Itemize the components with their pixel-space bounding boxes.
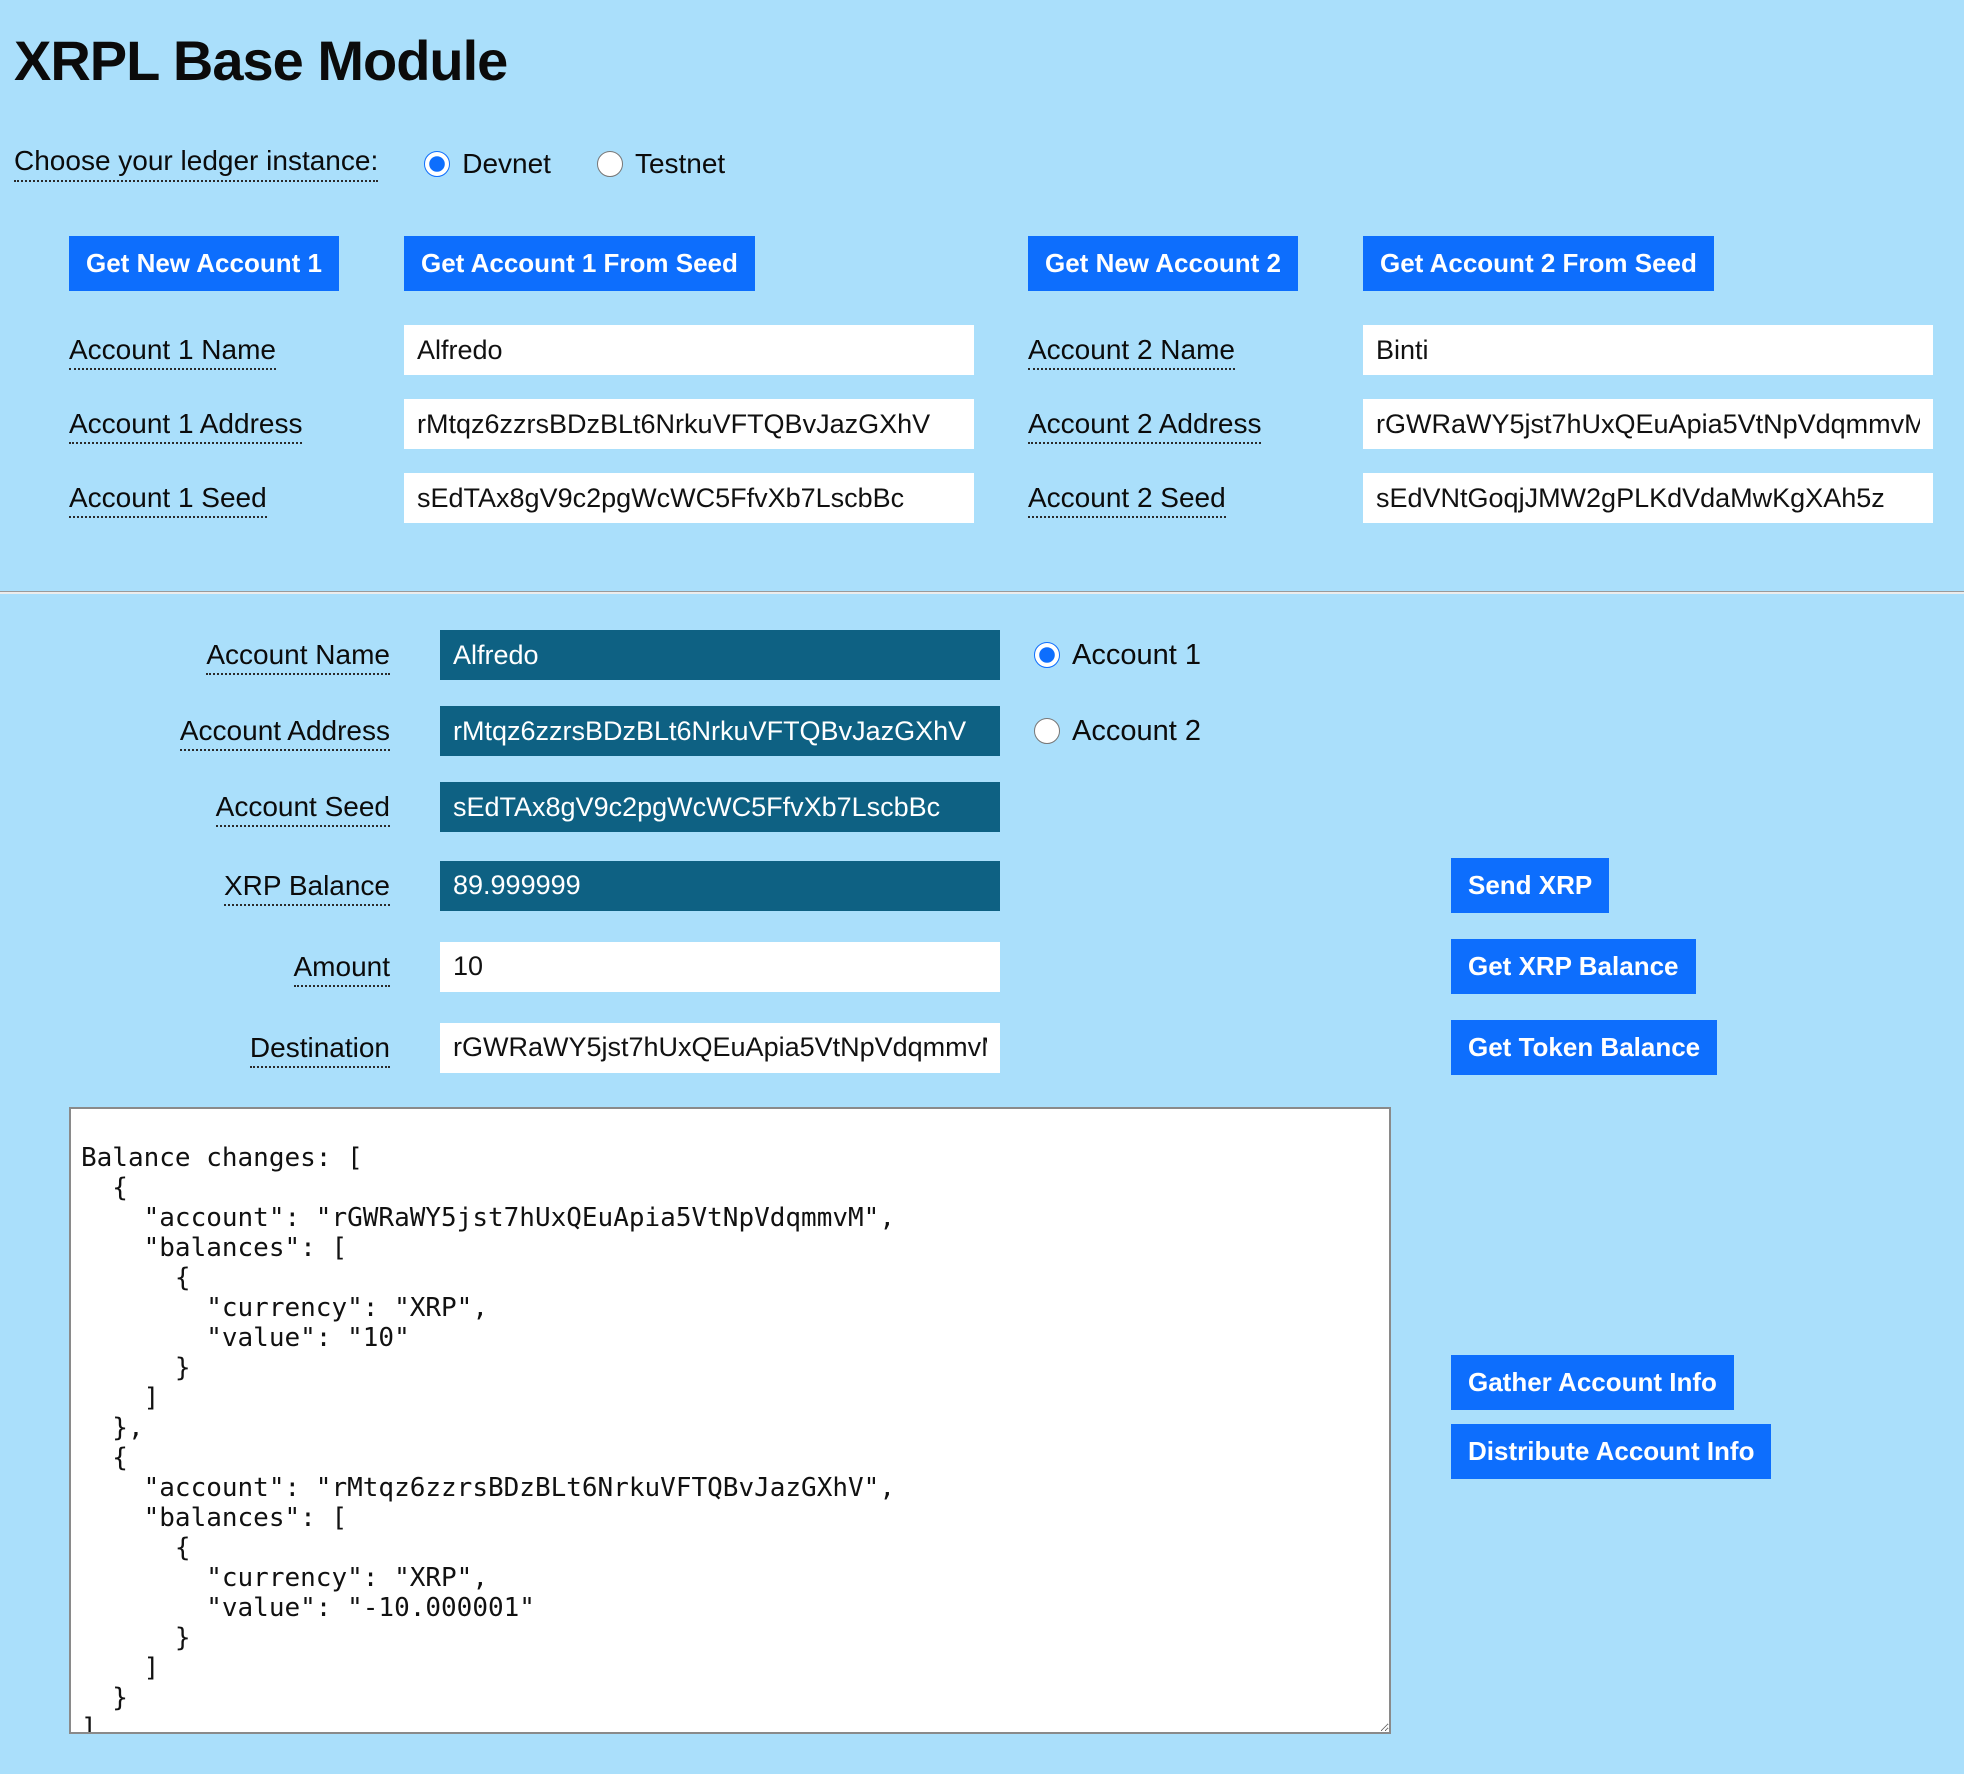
account2-radio-label: Account 2 xyxy=(1072,714,1201,747)
account-name-field[interactable] xyxy=(440,630,1000,680)
destination-label-cell: Destination xyxy=(100,1031,390,1068)
testnet-radio-label: Testnet xyxy=(634,147,726,179)
get-account2-from-seed-button[interactable]: Get Account 2 From Seed xyxy=(1363,236,1714,291)
page: XRPL Base Module Choose your ledger inst… xyxy=(0,29,1964,1734)
selected-account-section: Account Name Account 1 Account Address A… xyxy=(100,630,1964,1075)
info-actions: Gather Account Info Distribute Account I… xyxy=(1451,1107,1772,1734)
send-xrp-button[interactable]: Send XRP xyxy=(1451,858,1610,913)
get-account1-from-seed-button[interactable]: Get Account 1 From Seed xyxy=(404,236,755,291)
get-token-balance-button[interactable]: Get Token Balance xyxy=(1451,1020,1718,1075)
account2-name-label: Account 2 Name xyxy=(1028,334,1235,370)
account1-address-label: Account 1 Address xyxy=(69,408,303,444)
devnet-radio-label: Devnet xyxy=(462,147,551,179)
account2-seed-row: Account 2 Seed xyxy=(1028,473,1933,523)
testnet-radio-group: Testnet xyxy=(596,147,726,180)
xrp-balance-label: XRP Balance xyxy=(223,869,390,906)
ledger-instance-label: Choose your ledger instance: xyxy=(14,145,379,182)
account2-name-input[interactable] xyxy=(1363,325,1933,375)
account1-name-row: Account 1 Name xyxy=(69,325,974,375)
account2-button-cell: Get New Account 2 xyxy=(1028,236,1363,291)
get-new-account1-button[interactable]: Get New Account 1 xyxy=(69,236,339,291)
account2-seed-input[interactable] xyxy=(1363,473,1933,523)
account1-seed-input[interactable] xyxy=(404,473,974,523)
account1-seed-label: Account 1 Seed xyxy=(69,482,267,518)
account2-panel: Get New Account 2 Get Account 2 From See… xyxy=(1028,236,1933,547)
account2-address-input[interactable] xyxy=(1363,399,1933,449)
section-divider xyxy=(0,591,1964,594)
account1-address-row: Account 1 Address xyxy=(69,399,974,449)
xrp-balance-label-cell: XRP Balance xyxy=(100,869,390,906)
devnet-radio[interactable] xyxy=(424,150,451,177)
account1-name-label-cell: Account 1 Name xyxy=(69,334,404,370)
account2-radio-group: Account 2 xyxy=(1034,715,1201,748)
destination-input[interactable] xyxy=(440,1022,1000,1073)
account1-address-label-cell: Account 1 Address xyxy=(69,408,404,444)
account1-radio[interactable] xyxy=(1034,642,1060,668)
amount-label-cell: Amount xyxy=(100,950,390,987)
results-textarea[interactable]: Balance changes: [ { "account": "rGWRaWY… xyxy=(69,1107,1391,1734)
xrp-balance-field[interactable] xyxy=(440,860,1000,911)
account2-seed-label: Account 2 Seed xyxy=(1028,482,1226,518)
account-seed-field[interactable] xyxy=(440,782,1000,832)
account1-button-cell: Get New Account 1 xyxy=(69,236,404,291)
accounts-section: Get New Account 1 Get Account 1 From See… xyxy=(69,236,1964,547)
devnet-radio-group: Devnet xyxy=(424,148,551,180)
account2-address-row: Account 2 Address xyxy=(1028,399,1933,449)
account1-panel: Get New Account 1 Get Account 1 From See… xyxy=(69,236,974,547)
amount-input[interactable] xyxy=(440,941,1000,992)
destination-row: Destination Get Token Balance xyxy=(100,1020,1964,1075)
account-name-label: Account Name xyxy=(206,639,390,675)
account2-seed-label-cell: Account 2 Seed xyxy=(1028,482,1363,518)
account-address-row: Account Address Account 2 xyxy=(100,706,1964,756)
account2-address-label: Account 2 Address xyxy=(1028,408,1262,444)
testnet-radio[interactable] xyxy=(596,150,623,177)
account1-seed-label-cell: Account 1 Seed xyxy=(69,482,404,518)
account-address-field[interactable] xyxy=(440,706,1000,756)
account1-name-label: Account 1 Name xyxy=(69,334,276,370)
account2-radio[interactable] xyxy=(1034,718,1060,744)
account-name-label-cell: Account Name xyxy=(100,639,390,675)
page-title: XRPL Base Module xyxy=(14,29,508,92)
account-name-row: Account Name Account 1 xyxy=(100,630,1964,680)
account-seed-label-cell: Account Seed xyxy=(100,791,390,827)
get-xrp-balance-button[interactable]: Get XRP Balance xyxy=(1451,939,1696,994)
account2-button-row: Get New Account 2 Get Account 2 From See… xyxy=(1028,236,1933,291)
account2-name-label-cell: Account 2 Name xyxy=(1028,334,1363,370)
get-new-account2-button[interactable]: Get New Account 2 xyxy=(1028,236,1298,291)
xrp-balance-row: XRP Balance Send XRP xyxy=(100,858,1964,913)
account1-radio-group: Account 1 xyxy=(1034,639,1201,672)
account1-button-row: Get New Account 1 Get Account 1 From See… xyxy=(69,236,974,291)
amount-label: Amount xyxy=(293,950,390,987)
destination-label: Destination xyxy=(249,1031,390,1068)
distribute-account-info-button[interactable]: Distribute Account Info xyxy=(1451,1424,1772,1479)
account-seed-row: Account Seed xyxy=(100,782,1964,832)
account-seed-label: Account Seed xyxy=(215,791,390,827)
results-section: Balance changes: [ { "account": "rGWRaWY… xyxy=(69,1107,1964,1734)
account2-name-row: Account 2 Name xyxy=(1028,325,1933,375)
account1-radio-label: Account 1 xyxy=(1072,638,1201,671)
gather-account-info-button[interactable]: Gather Account Info xyxy=(1451,1355,1734,1410)
account1-name-input[interactable] xyxy=(404,325,974,375)
account1-seed-row: Account 1 Seed xyxy=(69,473,974,523)
account-address-label: Account Address xyxy=(179,715,390,751)
account-address-label-cell: Account Address xyxy=(100,715,390,751)
amount-row: Amount Get XRP Balance xyxy=(100,939,1964,994)
account1-address-input[interactable] xyxy=(404,399,974,449)
account2-address-label-cell: Account 2 Address xyxy=(1028,408,1363,444)
ledger-instance-row: Choose your ledger instance: Devnet Test… xyxy=(14,145,1964,182)
